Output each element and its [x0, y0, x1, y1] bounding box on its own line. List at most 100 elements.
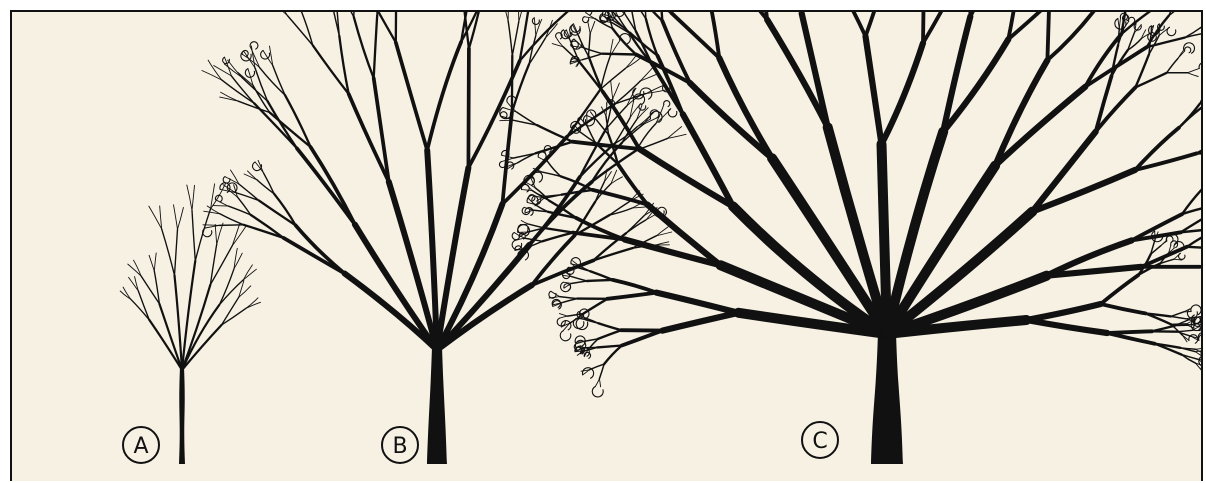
- twig-curl: [1202, 366, 1203, 373]
- twig-curl: [1191, 305, 1201, 315]
- branch: [1107, 333, 1155, 344]
- branch: [719, 58, 772, 158]
- branch: [311, 147, 355, 225]
- branch: [625, 54, 637, 68]
- branch: [662, 313, 738, 331]
- branch: [300, 12, 313, 45]
- branch: [656, 105, 664, 124]
- branch: [970, 12, 997, 17]
- branch: [802, 12, 810, 13]
- branch: [211, 184, 215, 209]
- branch: [640, 74, 658, 81]
- branch: [534, 18, 536, 36]
- branch: [336, 12, 354, 17]
- twig-curl: [668, 109, 677, 117]
- branch: [500, 120, 513, 121]
- branch: [243, 265, 252, 280]
- branch: [224, 64, 241, 77]
- branch: [560, 297, 578, 299]
- branch: [563, 282, 572, 283]
- branch: [578, 36, 588, 57]
- branch: [604, 346, 622, 365]
- branch: [1179, 103, 1203, 128]
- branch: [1200, 267, 1203, 268]
- branch: [597, 346, 622, 348]
- branch: [203, 225, 219, 226]
- branch: [727, 12, 767, 20]
- twig-curl: [512, 241, 522, 250]
- branch: [882, 43, 924, 144]
- branch: [626, 220, 646, 233]
- branch: [192, 210, 195, 260]
- branch: [131, 299, 149, 320]
- branch: [1171, 316, 1186, 318]
- branch: [1202, 174, 1203, 190]
- tree-b-trunk: [427, 347, 447, 464]
- label-a-text: A: [133, 434, 148, 459]
- branch: [222, 308, 246, 325]
- branch: [120, 291, 131, 299]
- branch: [219, 225, 244, 226]
- branch: [1085, 34, 1121, 86]
- tree-c: [499, 12, 1203, 464]
- tree-c-trunk: [871, 332, 903, 464]
- branch: [222, 297, 239, 325]
- branch: [637, 108, 649, 120]
- label-b-text: B: [392, 434, 407, 459]
- branch: [613, 83, 620, 99]
- branch: [1202, 182, 1203, 190]
- branch: [1026, 320, 1107, 333]
- branch: [622, 331, 663, 346]
- tree-illustration: A B C: [12, 12, 1203, 481]
- branch: [220, 214, 244, 225]
- branch: [175, 275, 183, 370]
- branch: [545, 20, 552, 38]
- branch: [572, 277, 587, 281]
- branch: [580, 129, 606, 177]
- label-b-badge: B: [382, 427, 418, 463]
- branch: [396, 12, 397, 42]
- branch: [1101, 304, 1146, 313]
- branch: [396, 42, 427, 150]
- branch: [529, 224, 544, 228]
- branch: [583, 299, 607, 314]
- branch: [602, 54, 636, 55]
- branch: [1026, 304, 1100, 320]
- branch: [232, 227, 246, 246]
- branch: [923, 12, 952, 43]
- branch: [215, 225, 217, 245]
- label-c-badge: C: [802, 422, 838, 458]
- branch: [508, 12, 509, 21]
- branch: [595, 379, 599, 387]
- twig-curl: [1199, 63, 1203, 71]
- branch: [508, 21, 512, 56]
- twig-curl: [1185, 47, 1191, 53]
- branch: [522, 190, 533, 191]
- branch: [607, 293, 656, 299]
- twig-curl: [1201, 365, 1203, 373]
- branch: [1195, 351, 1203, 352]
- branch: [640, 67, 653, 81]
- branch: [219, 280, 243, 305]
- branch: [545, 195, 562, 197]
- label-a-badge: A: [123, 427, 159, 463]
- branch: [537, 125, 573, 142]
- twig-curl: [1179, 253, 1185, 259]
- branch: [1182, 355, 1196, 364]
- branch: [866, 12, 886, 36]
- branch: [273, 66, 285, 96]
- branch: [1177, 330, 1192, 331]
- branch: [274, 194, 296, 226]
- branch: [251, 215, 284, 238]
- branch: [244, 225, 284, 238]
- twig-curl: [664, 101, 670, 107]
- branch: [1171, 312, 1184, 317]
- branch: [468, 49, 469, 168]
- twig-curl: [261, 51, 270, 60]
- branch: [572, 281, 587, 283]
- branch: [141, 276, 159, 304]
- branch: [1197, 136, 1203, 153]
- branch: [187, 185, 192, 210]
- branch: [606, 105, 607, 116]
- branch: [259, 201, 296, 226]
